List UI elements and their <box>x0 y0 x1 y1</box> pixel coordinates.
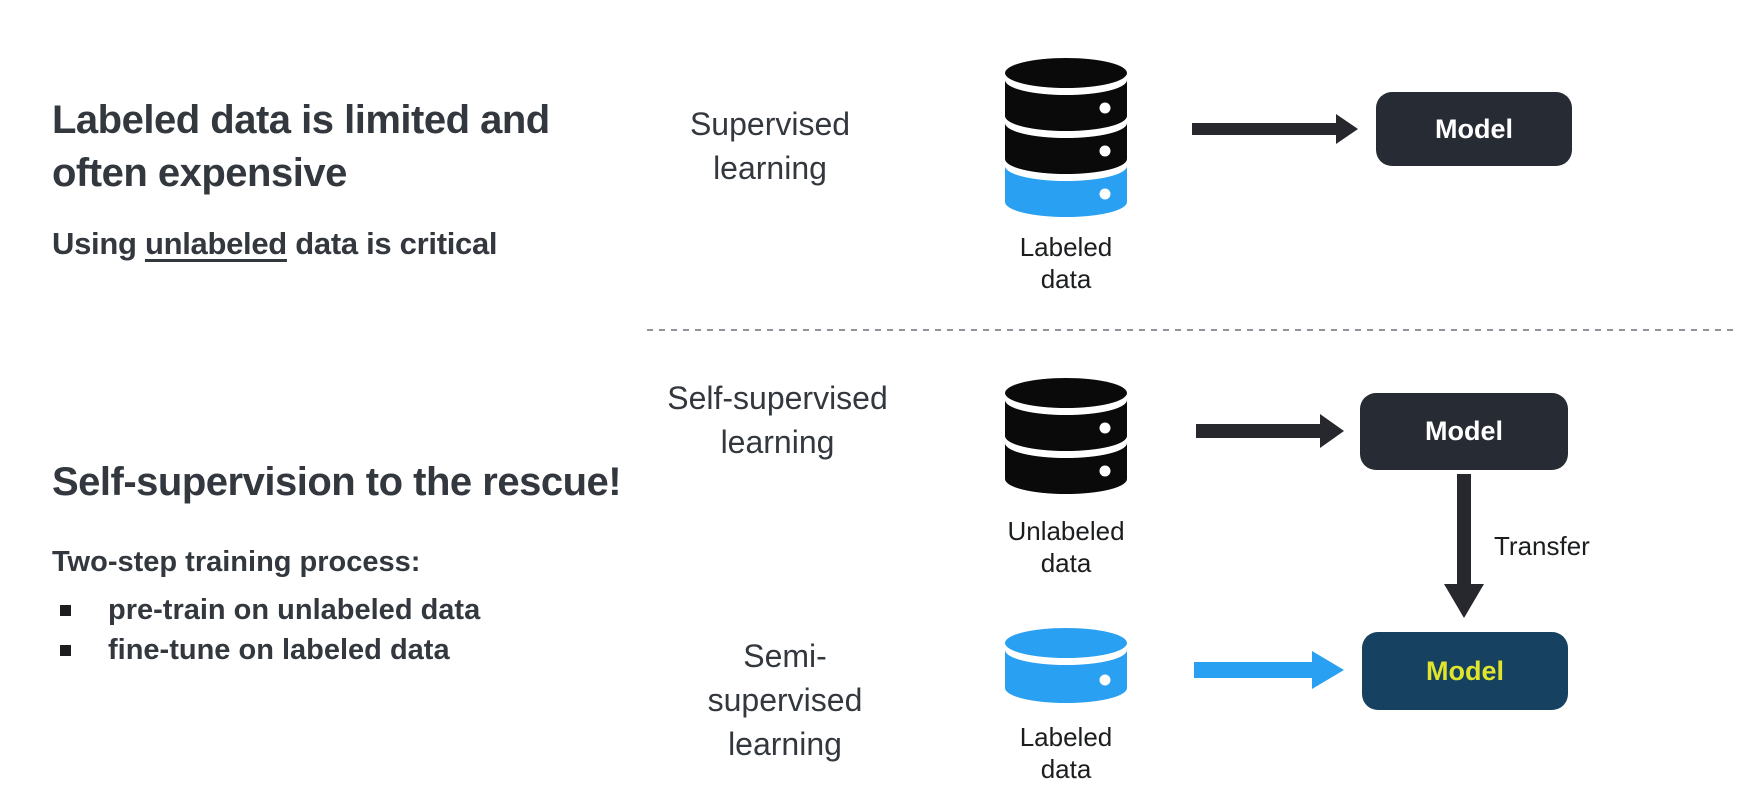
database-unlabeled-icon <box>1005 378 1127 494</box>
arrow-right-icon <box>1192 114 1358 144</box>
headline-labeled-data: Labeled data is limited and often expens… <box>52 98 550 196</box>
model-label: Model <box>1435 113 1513 144</box>
database-caption-labeled: Labeled data <box>1019 232 1113 294</box>
model-box-supervised: Model <box>1376 92 1572 166</box>
database-labeled-icon <box>1005 58 1127 217</box>
dashed-divider <box>647 329 1739 331</box>
row-label-supervised: Supervised learning <box>689 106 851 187</box>
model-box-self-supervised: Model <box>1360 393 1568 470</box>
database-caption-unlabeled: Unlabeled data <box>1007 516 1125 578</box>
list-item: pre-train on unlabeled data <box>60 590 480 630</box>
model-label: Model <box>1426 655 1504 686</box>
process-title: Two-step training process: <box>52 546 421 578</box>
subline-prefix: Using <box>52 226 145 261</box>
list-item: fine-tune on labeled data <box>60 630 480 670</box>
model-box-semi-supervised: Model <box>1362 632 1568 710</box>
subline-unlabeled-critical: Using unlabeled data is critical <box>52 226 498 262</box>
bullet-square-icon <box>60 604 71 616</box>
bullet-label: fine-tune on labeled data <box>108 633 450 666</box>
model-label: Model <box>1425 416 1503 446</box>
arrow-right-blue-icon <box>1194 651 1344 689</box>
headline-self-supervision: Self-supervision to the rescue! <box>52 460 622 504</box>
row-label-self-supervised: Self-supervised learning <box>667 380 888 461</box>
subline-underlined-word: unlabeled <box>144 226 287 261</box>
database-caption-labeled: Labeled data <box>1019 722 1113 784</box>
transfer-label: Transfer <box>1494 531 1590 561</box>
subline-suffix: data is critical <box>286 226 498 261</box>
bullet-square-icon <box>60 644 71 656</box>
arrow-down-transfer-icon <box>1444 474 1484 618</box>
row-label-semi-supervised: Semi- supervised learning <box>707 638 863 763</box>
bullet-list: pre-train on unlabeled data fine-tune on… <box>60 590 480 670</box>
bullet-label: pre-train on unlabeled data <box>108 593 481 626</box>
arrow-right-icon <box>1196 414 1344 448</box>
database-labeled-small-icon <box>1005 628 1127 703</box>
